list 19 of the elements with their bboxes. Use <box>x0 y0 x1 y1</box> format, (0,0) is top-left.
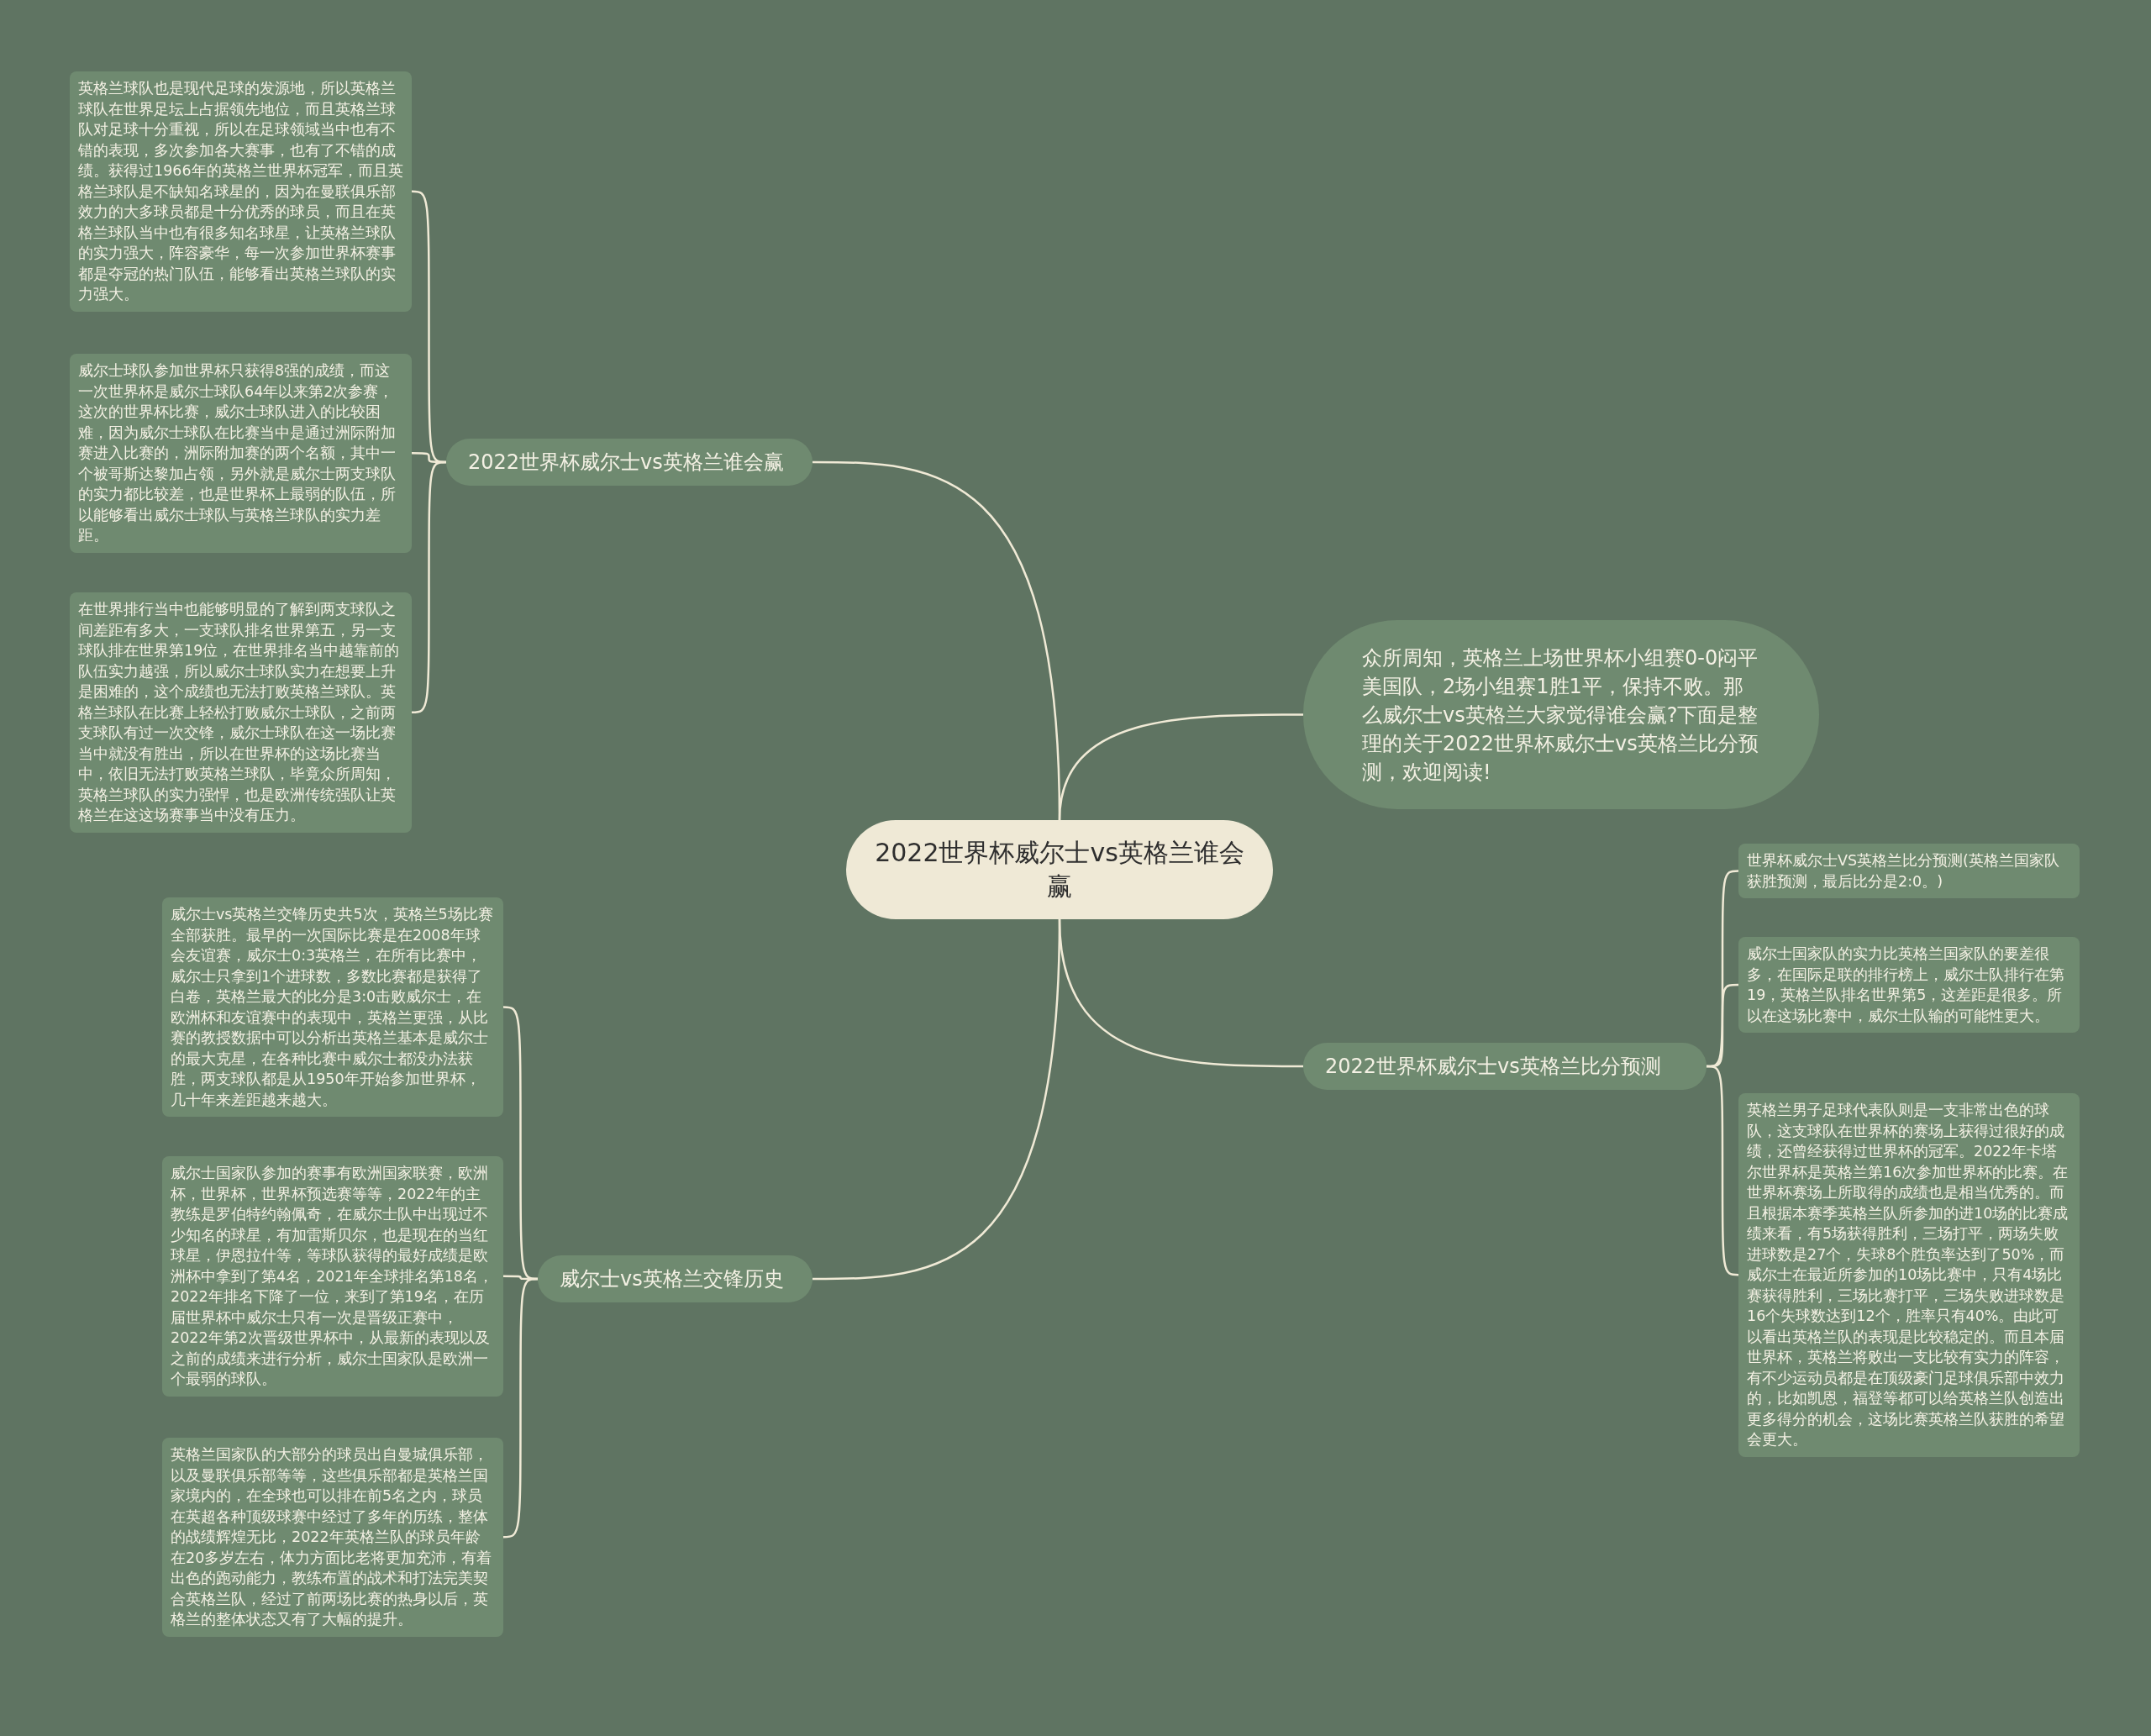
text-card: 威尔士国家队的实力比英格兰国家队的要差很多，在国际足联的排行榜上，威尔士队排行在第19，英格兰队排名世界第5，这差距是很多。所以在这场比赛中，威尔士队输的可能性更大。 <box>1738 937 2080 1033</box>
connector-line <box>502 1277 539 1539</box>
text-card: 英格兰男子足球代表队则是一支非常出色的球队，这支球队在世界杯的赛场上获得过很好的成绩，还曾经获得过世界杯的冠军。2022年卡塔尔世界杯是英格兰第16次参加世界杯的比赛。在世界杯赛场上所取得的成绩也是相当优秀的。而且根据本赛季英格兰队所参加的进10场的比赛成绩来看，有5场获得胜利，三场打平，两场失败进球数是27个，失球8个胜负率达到了50%，而威尔士在最近所参加的10场比赛中，只有4场比赛获得胜利，三场比赛打平，三场失败进球数是16个失球数达到12个，胜率只有40%。由此可以看出英格兰队的表现是比较稳定的。而且本届世界杯，英格兰将败出一支比较有实力的阵容，有不少运动员都是在顶级豪门足球俱乐部中效力的，比如凯恩，福登等都可以给英格兰队创造出更多得分的机会，这场比赛英格兰队获胜的希望会更大。 <box>1738 1093 2080 1457</box>
central-topic: 2022世界杯威尔士vs英格兰谁会赢 <box>846 820 1273 919</box>
text-card: 威尔士国家队参加的赛事有欧洲国家联赛，欧洲杯，世界杯，世界杯预选赛等等，2022年的主教练是罗伯特约翰佩奇，在威尔士队中出现过不少知名的球星，有加雷斯贝尔，也是现在的当红球星，伊恩拉什等，等球队获得的最好成绩是欧洲杯中拿到了第4名，2021年全球排名第18名，2022年排名下降了一位，来到了第19名，在历届世界杯中威尔士只有一次是晋级正赛中，2022年第2次晋级世界杯中，从最新的表现以及之前的成绩来进行分析，威尔士国家队是欧洲一个最弱的球队。 <box>162 1156 503 1397</box>
text-card: 英格兰国家队的大部分的球员出自曼城俱乐部，以及曼联俱乐部等等，这些俱乐部都是英格兰国家境内的，在全球也可以排在前5名之内，球员在英超各种顶级球赛中经过了多年的历练，整体的战绩辉煌无比，2022年英格兰队的球员年龄在20多岁左右，体力方面比老将更加充沛，有着出色的跑动能力，教练布置的战术和打法完美契合英格兰队，经过了前两场比赛的热身以后，英格兰的整体状态又有了大幅的提升。 <box>162 1438 503 1637</box>
text-card: 在世界排行当中也能够明显的了解到两支球队之间差距有多大，一支球队排名世界第五，另一支球队排在世界第19位，在世界排名当中越靠前的队伍实力越强，所以威尔士球队实力在想要上升是困难的，这个成绩也无法打败英格兰球队。英格兰球队在比赛上轻松打败威尔士球队，之前两支球队有过一次交锋，威尔士球队在这一场比赛当中就没有胜出，所以在世界杯的这场比赛当中，依旧无法打败英格兰球队，毕竟众所周知，英格兰球队的实力强悍，也是欧洲传统强队让英格兰在这这场赛事当中没有压力。 <box>70 592 412 833</box>
text-card: 英格兰球队也是现代足球的发源地，所以英格兰球队在世界足坛上占据领先地位，而且英格兰球队对足球十分重视，所以在足球领域当中也有不错的表现，多次参加各大赛事，也有了不错的成绩。获得过1966年的英格兰世界杯冠军，而且英格兰球队是不缺知名球星的，因为在曼联俱乐部效力的大多球员都是十分优秀的球员，而且在英格兰球队当中也有很多知名球星，让英格兰球队的实力强大，阵容豪华，每一次参加世界杯赛事都是夺冠的热门队伍，能够看出英格兰球队的实力强大。 <box>70 71 412 312</box>
topic-pill: 威尔士vs英格兰交锋历史 <box>538 1255 813 1302</box>
topic-pill: 2022世界杯威尔士vs英格兰谁会赢 <box>446 439 813 486</box>
topic-pill: 2022世界杯威尔士vs英格兰比分预测 <box>1303 1043 1707 1090</box>
connector-line <box>813 918 1061 1281</box>
text-card: 威尔士vs英格兰交锋历史共5次，英格兰5场比赛全部获胜。最早的一次国际比赛是在2008年球会友谊赛，威尔士0:3英格兰，在所有比赛中，威尔士只拿到1个进球数，多数比赛都是获得了白卷，英格兰最大的比分是3:0击败威尔士，在欧洲杯和友谊赛中的表现中，英格兰更强，从比赛的教授数据中可以分析出英格兰基本是威尔士的最大克星，在各种比赛中威尔士都没办法获胜，两支球队都是从1950年开始参加世界杯，几十年来差距越来越大。 <box>162 897 503 1117</box>
connector-line <box>1706 1065 1739 1276</box>
connector-line <box>1058 713 1303 821</box>
connector-line <box>411 460 447 713</box>
text-card: 世界杯威尔士VS英格兰比分预测(英格兰国家队获胜预测，最后比分是2:0。) <box>1738 844 2080 898</box>
text-card: 威尔士球队参加世界杯只获得8强的成绩，而这一次世界杯是威尔士球队64年以来第2次参赛，这次的世界杯比赛，威尔士球队进入的比较困难，因为威尔士球队在比赛当中是通过洲际附加赛进入比赛的，洲际附加赛的两个名额，其中一个被哥斯达黎加占领，另外就是威尔士两支球队的实力都比较差，也是世界杯上最弱的队伍，所以能够看出威尔士球队与英格兰球队的实力差距。 <box>70 354 412 553</box>
intro-bubble: 众所周知，英格兰上场世界杯小组赛0-0闷平美国队，2场小组赛1胜1平，保持不败。那么威尔士vs英格兰大家觉得谁会赢?下面是整理的关于2022世界杯威尔士vs英格兰比分预测，欢迎阅读! <box>1303 620 1819 809</box>
